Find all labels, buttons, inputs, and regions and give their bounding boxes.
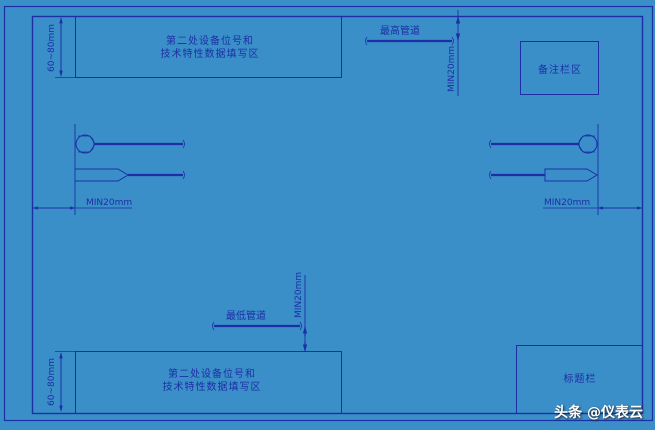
- right-probe-icon: [544, 168, 598, 182]
- top-data-zone-line1: 第二处设备位号和: [166, 36, 254, 47]
- bottom-data-zone-line1: 第二处设备位号和: [168, 369, 256, 380]
- bottom-zone-height-text: 60~80mm: [47, 358, 57, 406]
- title-block-label: 标题栏: [563, 374, 597, 385]
- bottom-clearance-text: MIN20mm: [294, 271, 304, 318]
- top-data-zone: [75, 16, 342, 78]
- bottom-data-zone-line2: 技术特性数据填写区: [162, 382, 262, 393]
- outer-frame: [3, 5, 654, 422]
- remarks-zone: [520, 41, 599, 95]
- right-clearance-text: MIN20mm: [544, 198, 591, 208]
- highest-pipe-label: 最高管道: [380, 26, 420, 37]
- watermark: 头条 @仪表云: [554, 405, 643, 421]
- top-data-zone-line2: 技术特性数据填写区: [160, 49, 260, 60]
- remarks-zone-label: 备注栏区: [538, 65, 582, 76]
- top-zone-height-text: 60~80mm: [47, 24, 57, 72]
- top-clearance-text: MIN20mm: [447, 45, 457, 92]
- title-block: [516, 345, 643, 414]
- lowest-pipe-label: 最低管道: [226, 311, 266, 322]
- left-probe-icon: [75, 168, 129, 182]
- top-data-zone-label: 第二处设备位号和 技术特性数据填写区: [140, 35, 280, 61]
- bottom-data-zone: [75, 351, 342, 414]
- left-clearance-text: MIN20mm: [86, 198, 133, 208]
- bottom-data-zone-label: 第二处设备位号和 技术特性数据填写区: [142, 368, 282, 394]
